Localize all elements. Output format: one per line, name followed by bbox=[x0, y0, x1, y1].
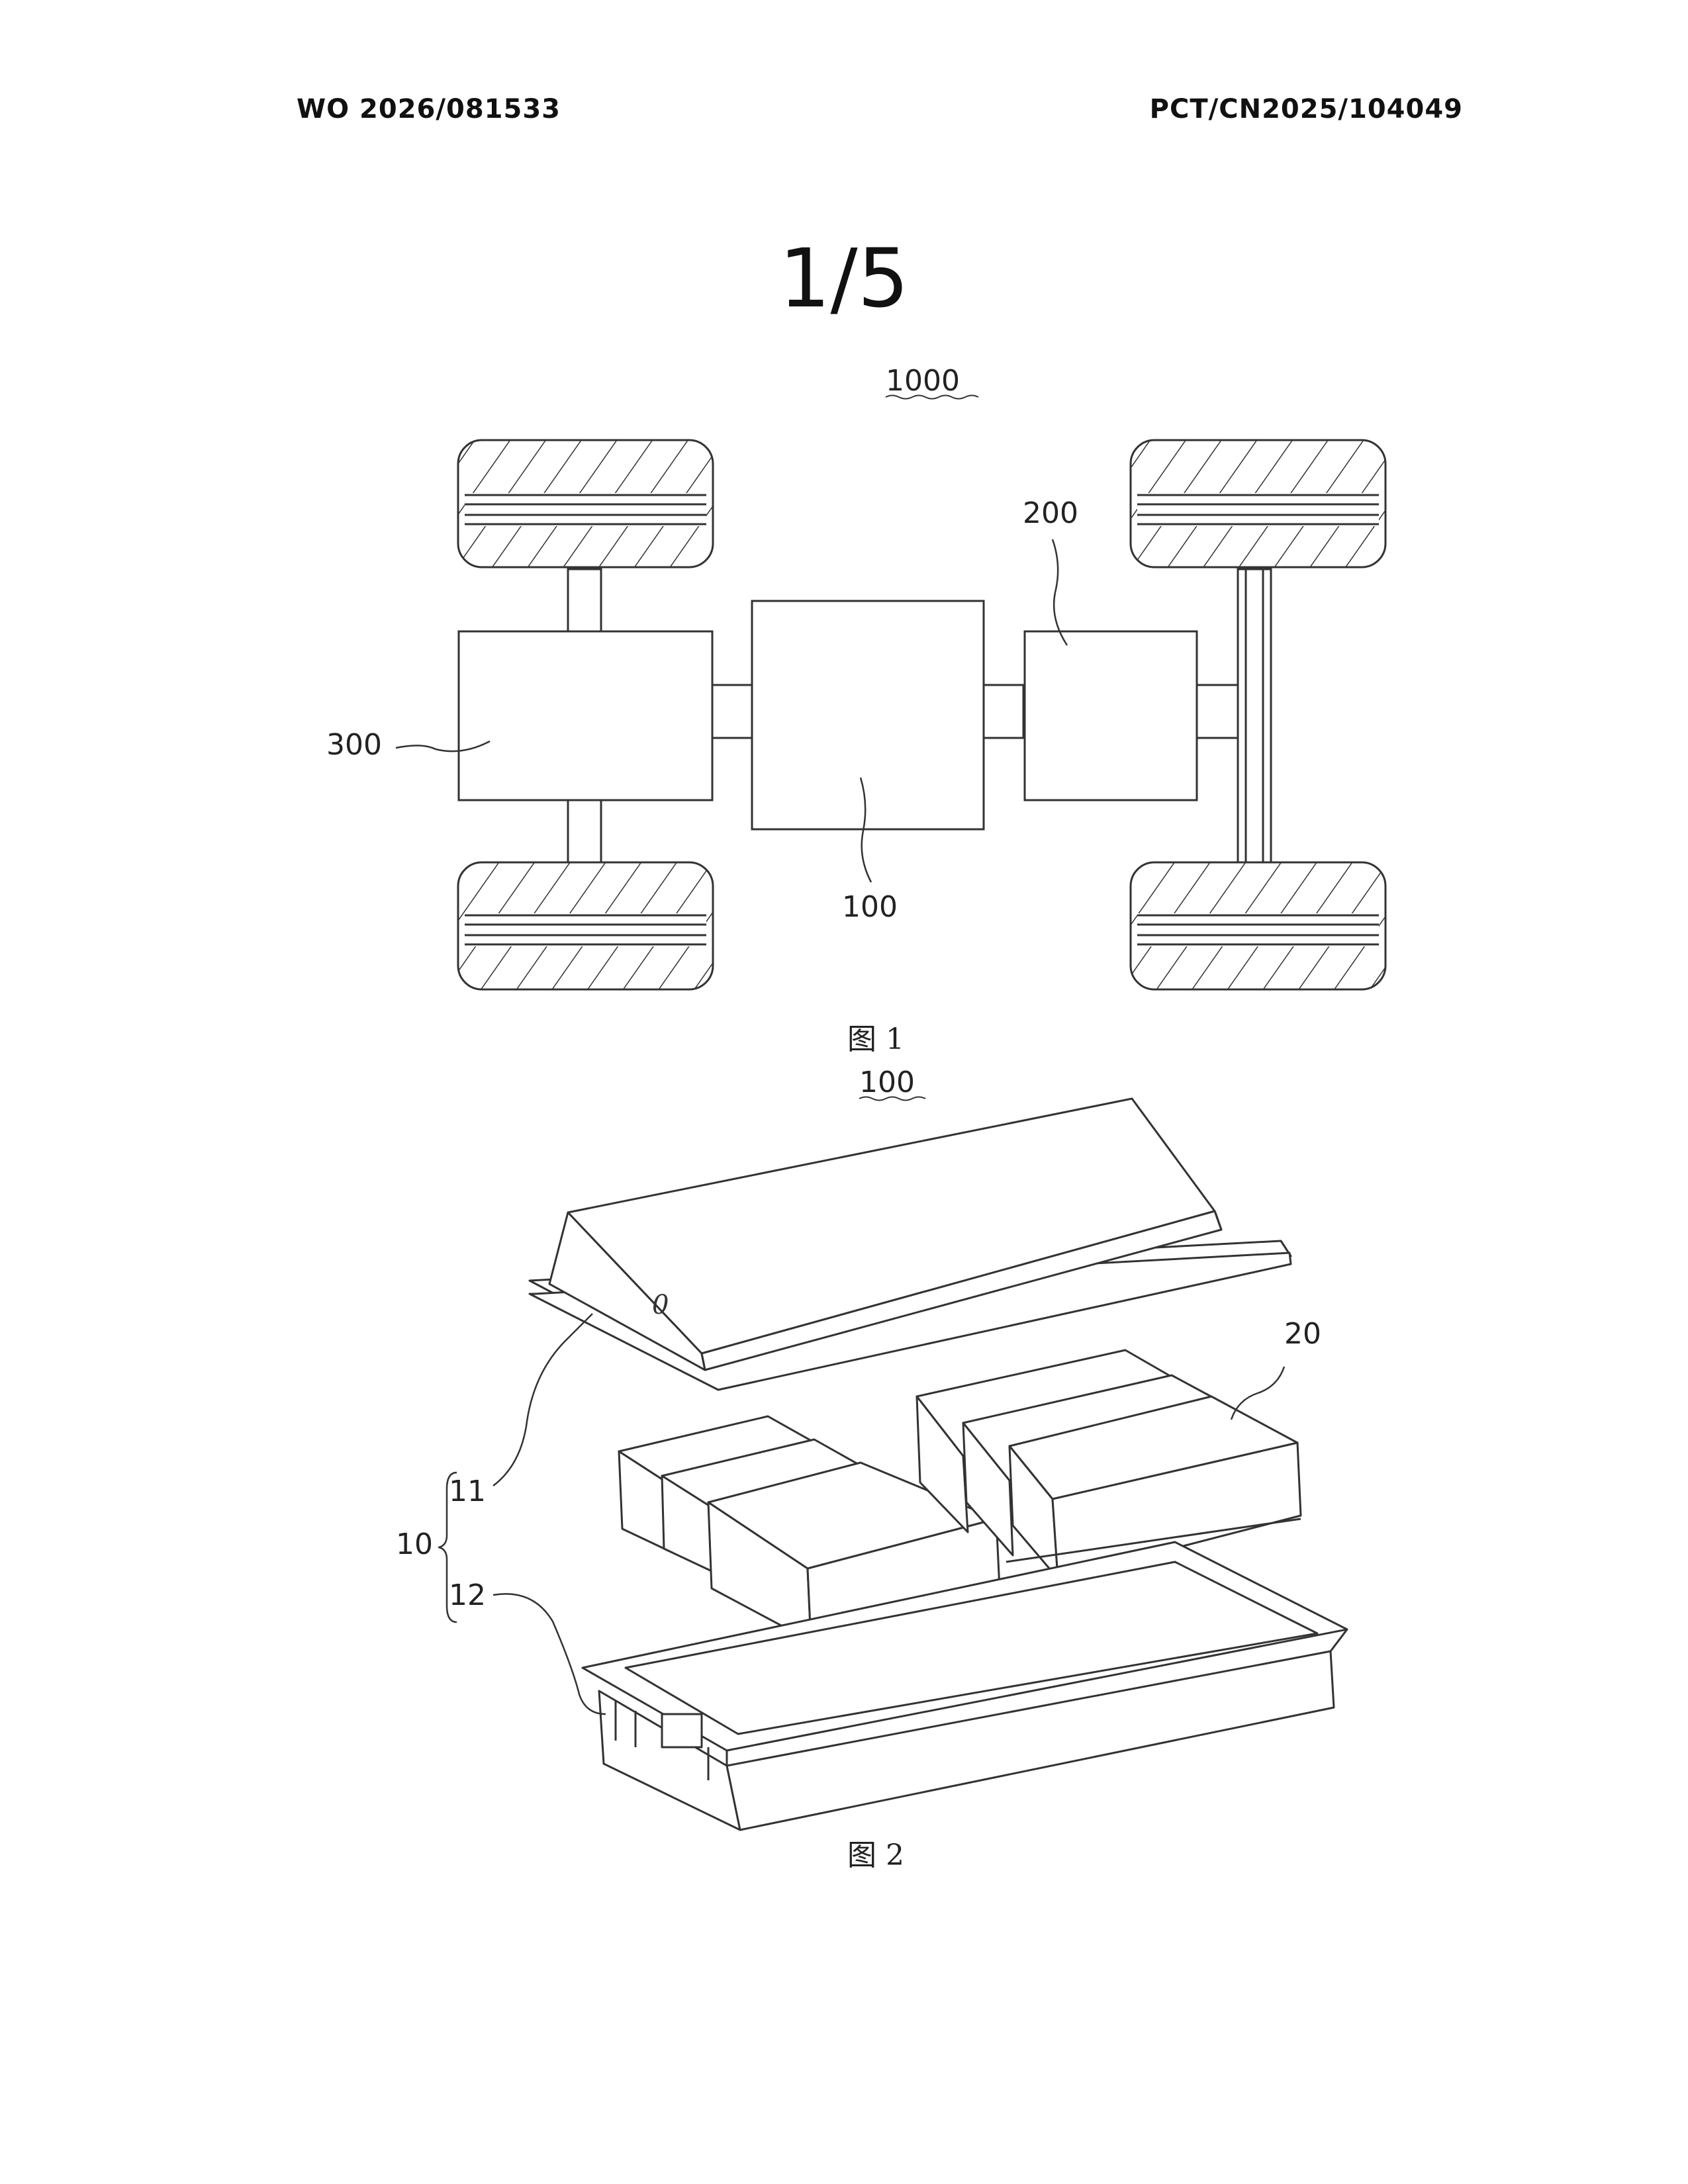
figure-2-caption: 图 2 bbox=[847, 1839, 904, 1872]
wheel-front-right bbox=[1131, 440, 1385, 567]
ref-label-100: 100 bbox=[842, 890, 898, 924]
fig2-ref-label-100: 100 bbox=[859, 1066, 915, 1099]
rear-axle bbox=[1238, 569, 1271, 862]
ref-label-1000: 1000 bbox=[886, 364, 960, 398]
leader-line-12 bbox=[493, 1594, 606, 1714]
upper-box bbox=[530, 1099, 1291, 1390]
leader-line-200 bbox=[1053, 539, 1067, 645]
battery-box bbox=[752, 601, 984, 829]
motor-box bbox=[1025, 631, 1197, 800]
figure-1-caption: 图 1 bbox=[847, 1023, 904, 1056]
ref-label-300: 300 bbox=[326, 728, 382, 762]
ref-label-200: 200 bbox=[1023, 496, 1078, 530]
figure-2-battery-pack: 0 bbox=[439, 1099, 1347, 1830]
wheel-rear-right bbox=[1131, 862, 1385, 989]
ref-label-12: 12 bbox=[449, 1578, 486, 1612]
wheel-front-left bbox=[458, 440, 713, 567]
ref-label-11: 11 bbox=[449, 1475, 486, 1508]
ref-label-10: 10 bbox=[396, 1527, 433, 1561]
wheel-rear-left bbox=[458, 862, 713, 989]
mark-o-label: 0 bbox=[652, 1290, 669, 1320]
ref-label-20: 20 bbox=[1284, 1317, 1321, 1351]
leader-line-11 bbox=[493, 1314, 592, 1486]
figure-1-vehicle bbox=[396, 396, 1385, 1101]
controller-box bbox=[459, 631, 712, 800]
